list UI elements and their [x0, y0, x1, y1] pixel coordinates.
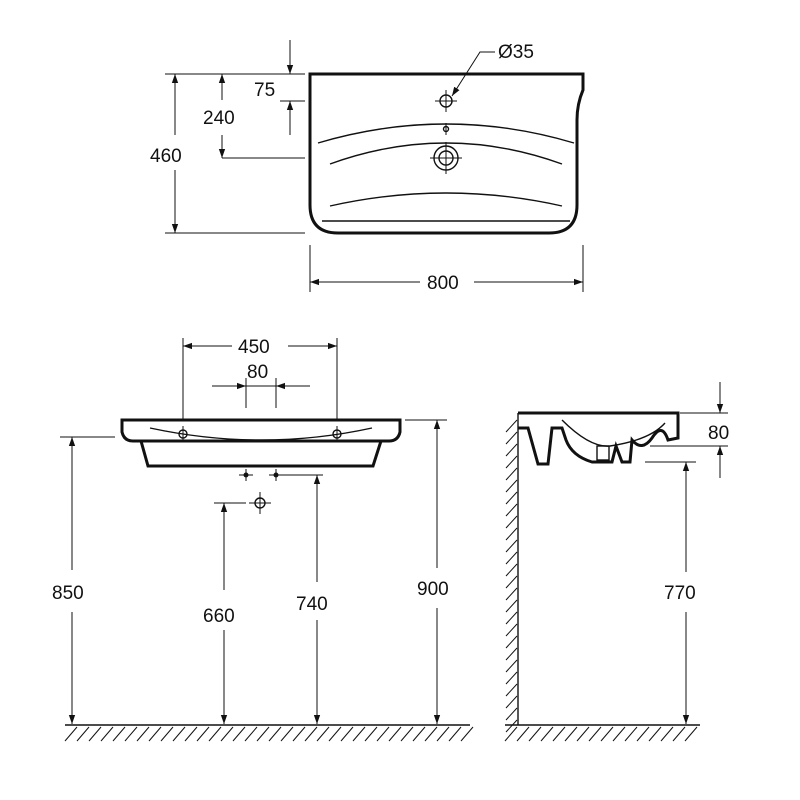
front-view: 450 80 850 660 740 900 [52, 337, 474, 742]
dim-width: 800 [427, 273, 459, 294]
floor-hatch [64, 726, 474, 742]
dim-spacing: 80 [247, 362, 268, 383]
dim-tap-offset: 75 [254, 80, 275, 101]
hole-diameter-label: Ø35 [498, 42, 534, 63]
side-floor-hatch [504, 726, 698, 742]
supply-points-icon [239, 469, 283, 481]
top-view: Ø35 75 240 460 800 [150, 40, 585, 294]
dim-bracket-span: 450 [238, 337, 270, 358]
side-view: 80 770 [504, 382, 729, 742]
side-profile [518, 411, 680, 466]
front-rim [120, 418, 402, 443]
bowl-curve-3 [329, 192, 563, 207]
dim-height: 770 [664, 583, 696, 604]
front-bowl [139, 440, 383, 468]
dim-mount-height: 900 [417, 579, 449, 600]
dim-supply-height: 740 [296, 594, 328, 615]
drain-point-icon [249, 492, 271, 514]
dim-drain-height: 660 [203, 606, 235, 627]
dim-rim-height: 850 [52, 583, 84, 604]
wall-hatch [505, 419, 518, 733]
dim-drain-offset: 240 [203, 108, 235, 129]
dim-depth: 460 [150, 146, 182, 167]
dim-rim-thickness: 80 [708, 423, 729, 444]
basin-outline [308, 72, 585, 235]
